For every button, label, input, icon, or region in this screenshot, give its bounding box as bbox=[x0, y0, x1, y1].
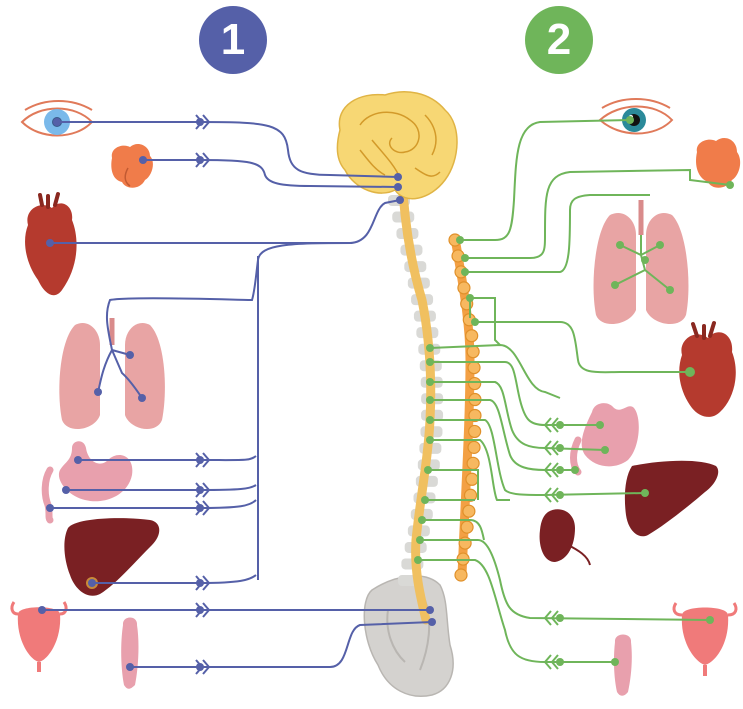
brain-icon bbox=[337, 92, 457, 199]
intestine-icon bbox=[45, 470, 50, 520]
sympathetic-ganglion-bead bbox=[469, 425, 481, 437]
sympathetic-ganglion-bead bbox=[458, 282, 470, 294]
sympathetic-ganglion-bead bbox=[468, 441, 480, 453]
sympathetic-ganglion-bead bbox=[466, 330, 478, 342]
eye-icon bbox=[600, 99, 672, 134]
bladder-icon bbox=[674, 603, 736, 676]
sympathetic-ganglion-bead bbox=[461, 521, 473, 533]
sympathetic-ganglion-bead bbox=[467, 457, 479, 469]
salivary-gland-icon bbox=[696, 138, 740, 188]
lungs-icon bbox=[594, 200, 689, 324]
sympathetic-chain bbox=[449, 234, 481, 581]
sympathetic-ganglion-bead bbox=[455, 569, 467, 581]
stomach-icon bbox=[59, 441, 132, 501]
liver-icon bbox=[625, 461, 718, 537]
sympathetic-ganglion-bead bbox=[467, 346, 479, 358]
sympathetic-ganglion-bead bbox=[469, 378, 481, 390]
spinal-cord bbox=[402, 175, 431, 620]
stomach-icon bbox=[574, 403, 639, 472]
parasympathetic-ganglia bbox=[196, 115, 209, 674]
sympathetic-ganglion-bead bbox=[463, 505, 475, 517]
salivary-gland-icon bbox=[111, 144, 153, 188]
sympathetic-ganglion-bead bbox=[468, 362, 480, 374]
kidney-icon bbox=[540, 509, 590, 565]
sympathetic-ganglion-bead bbox=[466, 473, 478, 485]
liver-icon bbox=[64, 518, 159, 596]
genitals-icon bbox=[121, 618, 138, 689]
lungs-icon bbox=[59, 318, 165, 429]
pelvis-icon bbox=[364, 576, 453, 696]
sympathetic-ganglion-bead bbox=[459, 537, 471, 549]
